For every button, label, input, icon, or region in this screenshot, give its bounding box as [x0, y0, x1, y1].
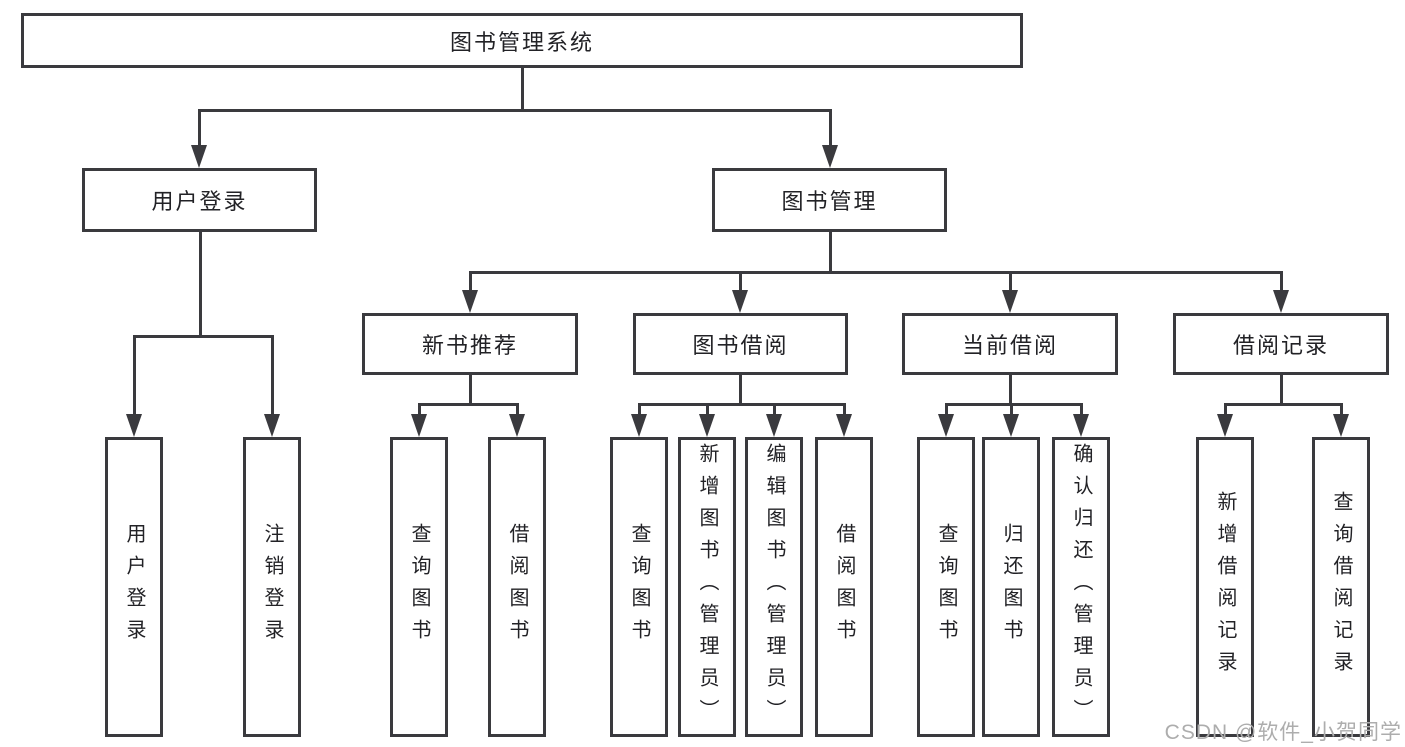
node-label-leaf-rec-borrow: 借阅图书 — [506, 523, 528, 651]
connector-line — [828, 232, 832, 272]
arrowhead-icon — [264, 414, 280, 437]
connector-line — [637, 404, 641, 419]
connector-line — [705, 404, 709, 419]
arrowhead-icon — [411, 414, 427, 437]
node-label-leaf-br-query: 查询借阅记录 — [1330, 491, 1352, 683]
node-label-borrow-records: 借阅记录 — [1232, 333, 1329, 358]
node-user-login: 用户登录 — [82, 168, 317, 232]
node-leaf-bb-borrow: 借阅图书 — [815, 437, 873, 737]
node-leaf-cb-return: 归还图书 — [982, 437, 1040, 737]
connector-line — [944, 402, 1083, 406]
arrowhead-icon — [1217, 414, 1233, 437]
arrowhead-icon — [509, 414, 525, 437]
node-leaf-user-login: 用户登录 — [105, 437, 163, 737]
connector-line — [198, 232, 202, 336]
connector-line — [132, 334, 274, 338]
node-leaf-cb-confirm: 确认归还（管理员） — [1052, 437, 1110, 737]
arrowhead-icon — [126, 414, 142, 437]
node-leaf-br-add: 新增借阅记录 — [1196, 437, 1254, 737]
node-leaf-logout: 注销登录 — [243, 437, 301, 737]
node-borrow-records: 借阅记录 — [1173, 313, 1389, 375]
connector-line — [515, 404, 519, 419]
arrowhead-icon — [1073, 414, 1089, 437]
connector-line — [468, 375, 472, 404]
node-label-current-borrow: 当前借阅 — [961, 333, 1058, 358]
node-label-leaf-br-add: 新增借阅记录 — [1214, 491, 1236, 683]
node-current-borrow: 当前借阅 — [902, 313, 1118, 375]
connector-line — [842, 404, 846, 419]
connector-line — [1008, 272, 1012, 295]
connector-line — [1009, 404, 1013, 419]
connector-line — [468, 272, 472, 295]
node-label-leaf-rec-query: 查询图书 — [408, 523, 430, 651]
node-root: 图书管理系统 — [21, 13, 1023, 68]
connector-line — [197, 108, 832, 112]
connector-line — [738, 272, 742, 295]
connector-line — [417, 404, 421, 419]
connector-line — [944, 404, 948, 419]
connector-line — [1079, 404, 1083, 419]
node-leaf-rec-borrow: 借阅图书 — [488, 437, 546, 737]
arrowhead-icon — [732, 290, 748, 313]
connector-line — [772, 404, 776, 419]
node-leaf-br-query: 查询借阅记录 — [1312, 437, 1370, 737]
connector-line — [520, 68, 524, 110]
connector-line — [1339, 404, 1343, 419]
connector-line — [828, 110, 832, 150]
node-label-leaf-cb-confirm: 确认归还（管理员） — [1070, 443, 1092, 731]
connector-line — [132, 336, 136, 419]
node-label-book-borrow: 图书借阅 — [692, 333, 789, 358]
node-book-borrow: 图书借阅 — [633, 313, 848, 375]
node-leaf-rec-query: 查询图书 — [390, 437, 448, 737]
connector-line — [1223, 402, 1343, 406]
node-label-leaf-cb-query: 查询图书 — [935, 523, 957, 651]
connector-line — [1279, 375, 1283, 404]
node-label-leaf-bb-edit: 编辑图书（管理员） — [763, 443, 785, 731]
connector-line — [417, 402, 519, 406]
arrowhead-icon — [699, 414, 715, 437]
node-label-leaf-bb-query: 查询图书 — [628, 523, 650, 651]
node-leaf-bb-edit: 编辑图书（管理员） — [745, 437, 803, 737]
connector-line — [637, 402, 846, 406]
node-label-leaf-user-login: 用户登录 — [123, 523, 145, 651]
connector-line — [1223, 404, 1227, 419]
node-new-book-rec: 新书推荐 — [362, 313, 578, 375]
node-label-book-mgmt: 图书管理 — [781, 189, 878, 214]
node-label-root: 图书管理系统 — [449, 29, 594, 55]
connector-line — [738, 375, 742, 404]
arrowhead-icon — [462, 290, 478, 313]
connector-line — [1008, 375, 1012, 404]
connector-line — [270, 336, 274, 419]
connector-line — [1279, 272, 1283, 295]
node-leaf-cb-query: 查询图书 — [917, 437, 975, 737]
node-label-leaf-bb-borrow: 借阅图书 — [833, 523, 855, 651]
connector-line — [468, 270, 1283, 274]
arrowhead-icon — [1273, 290, 1289, 313]
arrowhead-icon — [631, 414, 647, 437]
node-leaf-bb-add: 新增图书（管理员） — [678, 437, 736, 737]
arrowhead-icon — [1003, 414, 1019, 437]
node-label-new-book-rec: 新书推荐 — [421, 333, 518, 358]
node-label-leaf-bb-add: 新增图书（管理员） — [696, 443, 718, 731]
arrowhead-icon — [836, 414, 852, 437]
arrowhead-icon — [1333, 414, 1349, 437]
node-book-mgmt: 图书管理 — [712, 168, 947, 232]
arrowhead-icon — [938, 414, 954, 437]
arrowhead-icon — [822, 145, 838, 168]
arrowhead-icon — [1002, 290, 1018, 313]
node-label-user-login: 用户登录 — [151, 189, 248, 214]
connector-line — [197, 110, 201, 150]
csdn-watermark: CSDN @软件_小贺同学 — [1164, 721, 1402, 744]
node-label-leaf-logout: 注销登录 — [261, 523, 283, 651]
arrowhead-icon — [191, 145, 207, 168]
node-label-leaf-cb-return: 归还图书 — [1000, 523, 1022, 651]
node-leaf-bb-query: 查询图书 — [610, 437, 668, 737]
arrowhead-icon — [766, 414, 782, 437]
